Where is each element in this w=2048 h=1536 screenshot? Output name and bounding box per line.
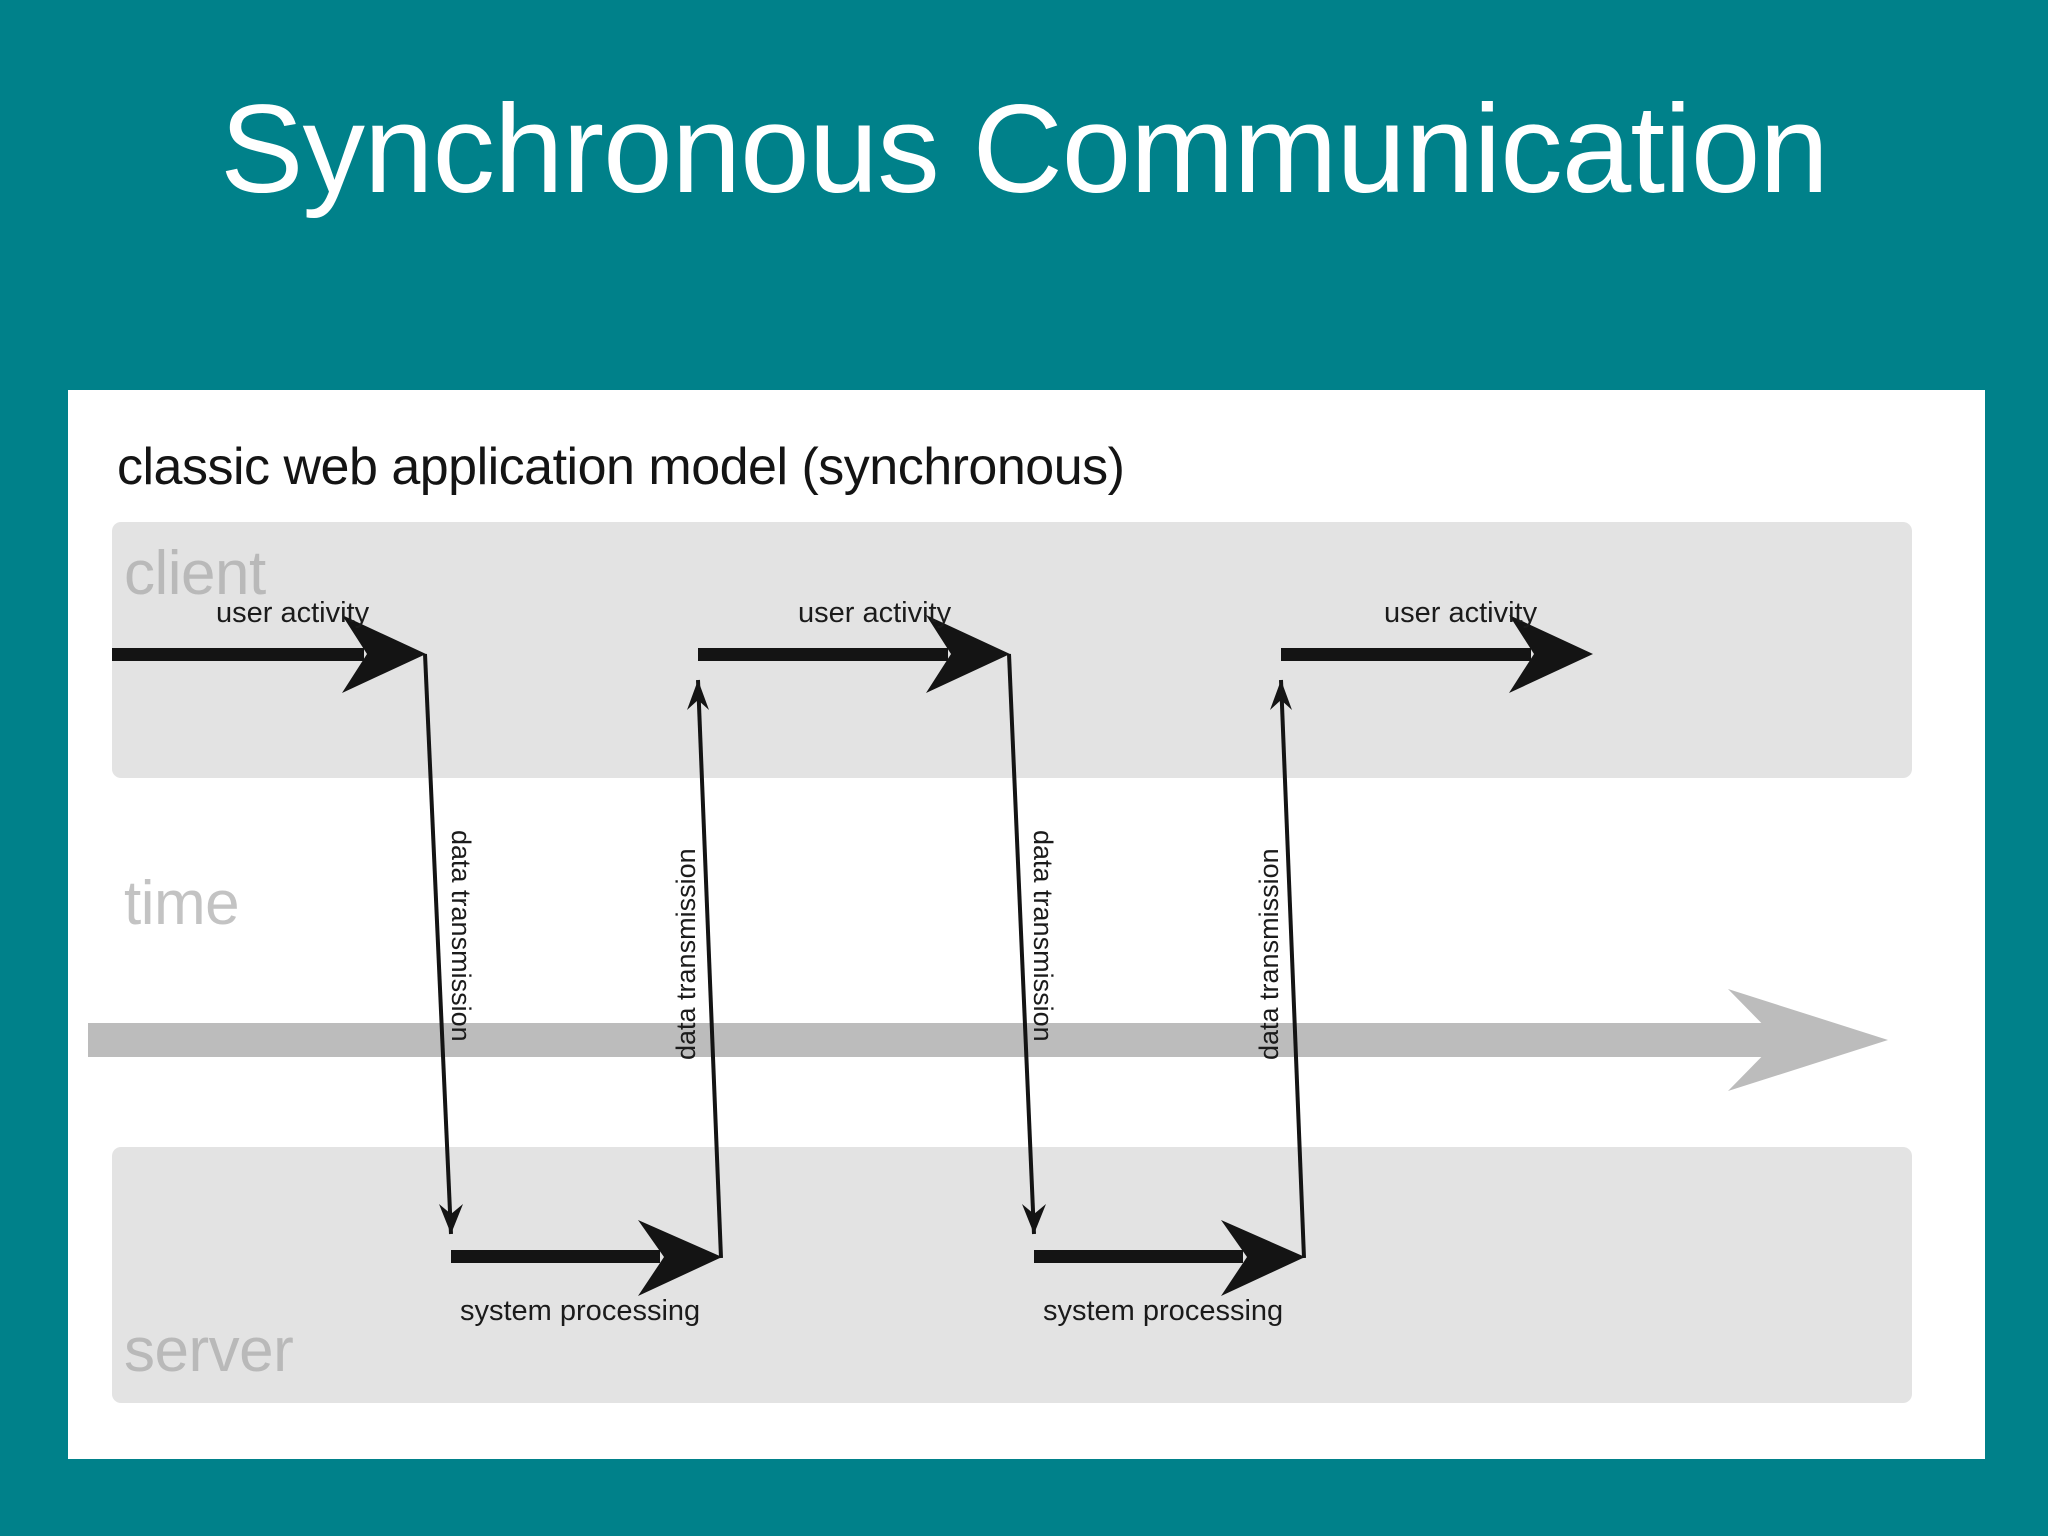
arrow-data-transmission-2 — [696, 679, 723, 1259]
label-data-transmission-2: data transmission — [671, 848, 701, 1060]
label-user-activity-2: user activity — [798, 597, 952, 629]
figure-panel: classic web application model (synchrono… — [68, 390, 1985, 1459]
arrow-data-transmission-3 — [1007, 653, 1036, 1235]
label-data-transmission-1: data transmission — [446, 830, 476, 1042]
arrowhead-data-transmission-4 — [1270, 680, 1292, 710]
lane-label-time: time — [124, 869, 240, 938]
lane-label-client: client — [124, 539, 266, 608]
lane-server — [112, 1147, 1912, 1403]
arrowhead-data-transmission-3 — [1022, 1204, 1046, 1234]
arrowhead-data-transmission-2 — [687, 680, 709, 710]
arrow-user-activity-1 — [112, 615, 426, 693]
figure-caption: classic web application model (synchrono… — [117, 438, 1125, 496]
arrow-user-activity-3 — [1281, 615, 1593, 693]
lane-label-server: server — [124, 1316, 294, 1385]
arrow-system-processing-1 — [451, 1220, 722, 1296]
arrow-user-activity-2 — [698, 615, 1010, 693]
label-system-processing-1: system processing — [460, 1295, 701, 1327]
label-user-activity-3: user activity — [1384, 597, 1538, 629]
label-data-transmission-3: data transmission — [1028, 830, 1058, 1042]
flow-diagram — [112, 615, 1593, 1296]
label-user-activity-1: user activity — [216, 597, 370, 629]
arrow-data-transmission-4 — [1279, 679, 1306, 1259]
page-title: Synchronous Communication — [220, 80, 1829, 219]
label-system-processing-2: system processing — [1043, 1295, 1284, 1327]
arrowhead-data-transmission-1 — [439, 1204, 463, 1234]
arrow-data-transmission-1 — [423, 653, 453, 1235]
label-data-transmission-4: data transmission — [1254, 848, 1284, 1060]
arrow-system-processing-2 — [1034, 1220, 1305, 1296]
